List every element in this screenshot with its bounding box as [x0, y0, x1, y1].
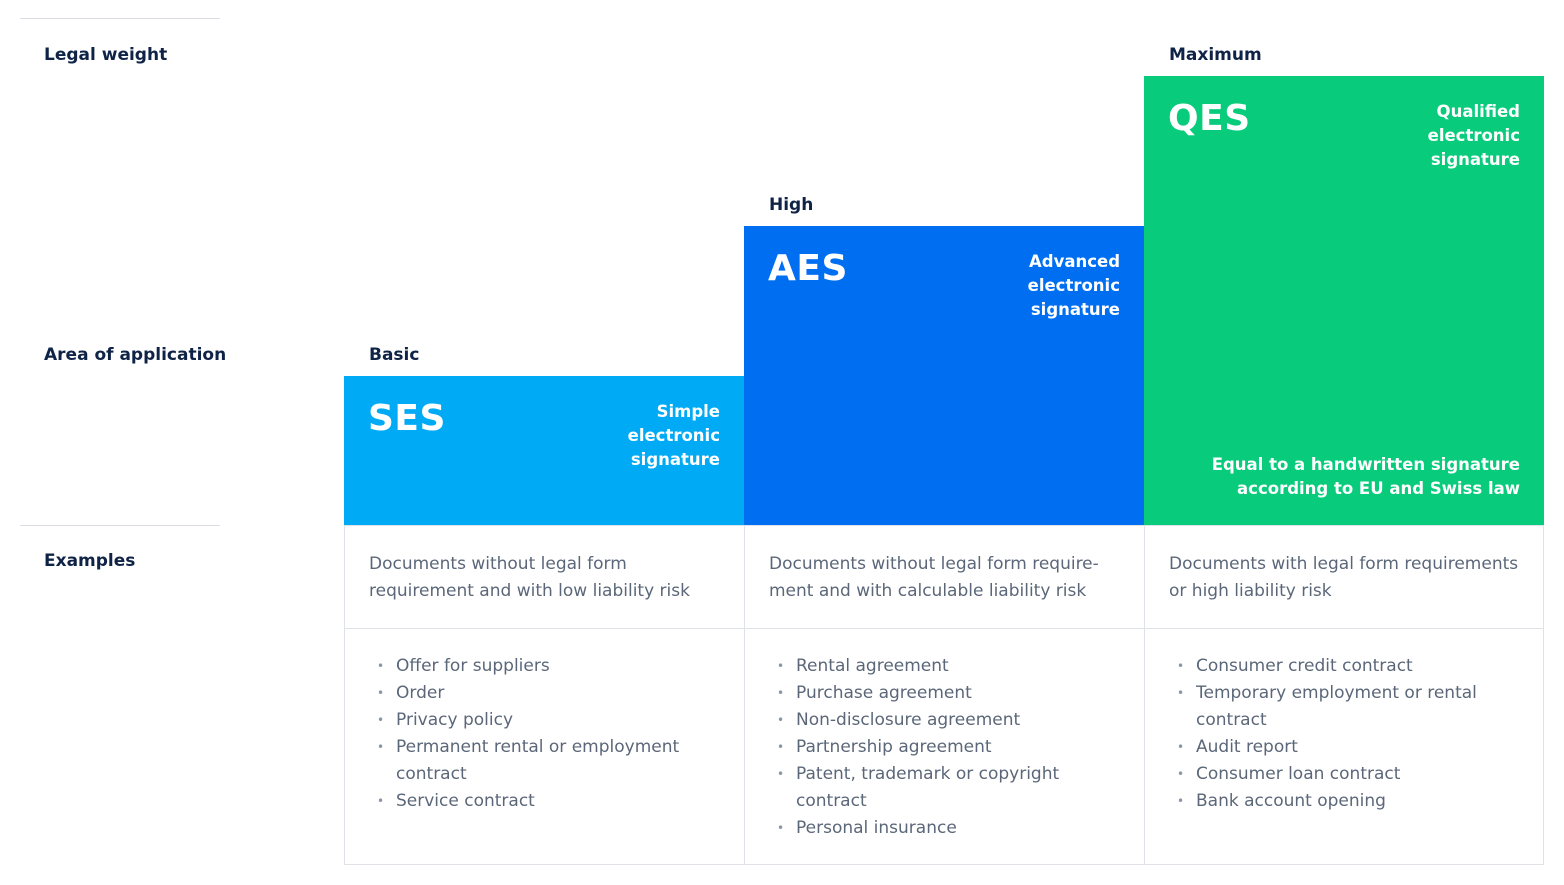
list-item: Personal insurance	[769, 815, 1120, 842]
level-label-high: High	[769, 195, 814, 215]
list-item: Service contract	[369, 788, 720, 815]
aes-examples-list: Rental agreement Purchase agreement Non-…	[769, 653, 1120, 842]
list-item: Audit report	[1169, 734, 1519, 761]
ses-block: SES Simple electronic signature	[344, 376, 744, 525]
qes-examples-list: Consumer credit contract Temporary emplo…	[1169, 653, 1519, 815]
list-item: Partnership agreement	[769, 734, 1120, 761]
list-item: Permanent rental or employment contract	[369, 734, 720, 788]
list-item: Rental agreement	[769, 653, 1120, 680]
aes-abbreviation: AES	[768, 248, 848, 289]
ses-full-name: Simple electronic signature	[627, 402, 720, 469]
row-label-examples: Examples	[44, 551, 136, 571]
qes-examples-cell: Consumer credit contract Temporary emplo…	[1144, 628, 1544, 865]
list-item: Temporary employment or rental contract	[1169, 680, 1519, 734]
qes-block: QES Qualified electronic signature Equal…	[1144, 76, 1544, 525]
qes-description: Documents with legal form requirements o…	[1144, 525, 1544, 629]
ses-examples-cell: Offer for suppliers Order Privacy policy…	[344, 628, 745, 865]
qes-full-name: Qualified electronic signature	[1427, 102, 1520, 169]
aes-description: Documents without legal form require-men…	[744, 525, 1145, 629]
ses-examples-list: Offer for suppliers Order Privacy policy…	[369, 653, 720, 815]
ses-abbreviation: SES	[368, 398, 446, 439]
aes-full-name: Advanced electronic signature	[1027, 252, 1120, 319]
list-item: Consumer credit contract	[1169, 653, 1519, 680]
level-label-maximum: Maximum	[1169, 45, 1262, 65]
list-item: Privacy policy	[369, 707, 720, 734]
level-label-basic: Basic	[369, 345, 420, 365]
list-item: Bank account opening	[1169, 788, 1519, 815]
ses-description: Documents without legal form requirement…	[344, 525, 745, 629]
list-item: Purchase agreement	[769, 680, 1120, 707]
list-item: Consumer loan contract	[1169, 761, 1519, 788]
qes-legal-note: Equal to a handwritten signature accordi…	[1211, 455, 1520, 498]
list-item: Offer for suppliers	[369, 653, 720, 680]
list-item: Patent, trademark or copyright contract	[769, 761, 1120, 815]
aes-block: AES Advanced electronic signature	[744, 226, 1144, 525]
list-item: Order	[369, 680, 720, 707]
middle-divider	[20, 525, 220, 526]
qes-abbreviation: QES	[1168, 98, 1251, 139]
aes-examples-cell: Rental agreement Purchase agreement Non-…	[744, 628, 1145, 865]
list-item: Non-disclosure agreement	[769, 707, 1120, 734]
row-label-legal-weight: Legal weight	[44, 45, 168, 65]
top-divider	[20, 18, 220, 19]
row-label-area-of-application: Area of application	[44, 345, 227, 365]
